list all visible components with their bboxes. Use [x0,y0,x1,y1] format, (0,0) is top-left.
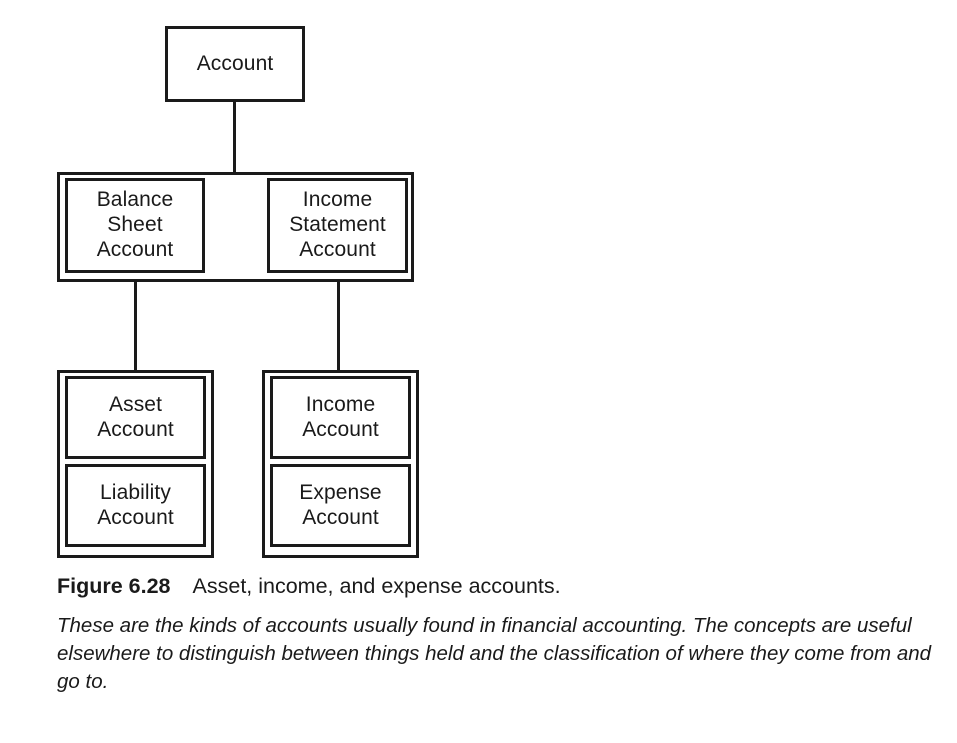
figure-description: These are the kinds of accounts usually … [57,614,932,693]
node-balance-sheet-account-label: Balance Sheet Account [96,188,174,261]
node-asset-account-label: Asset Account [97,392,174,441]
node-expense-account-label: Expense Account [299,480,382,529]
node-expense-account: Expense Account [270,464,411,547]
node-liability-account: Liability Account [65,464,206,547]
node-income-account-label: Income Account [302,392,379,441]
node-account: Account [165,26,305,102]
connector-income-statement-to-right-group [337,281,340,371]
node-income-account: Income Account [270,376,411,459]
node-balance-sheet-account: Balance Sheet Account [65,178,205,273]
connector-balance-sheet-to-left-group [134,281,137,371]
figure-title: Asset, income, and expense accounts. [192,574,561,598]
figure-caption: Figure 6.28 Asset, income, and expense ac… [57,574,937,599]
node-asset-account: Asset Account [65,376,206,459]
connector-root-to-tier2 [233,101,236,173]
node-income-statement-account: Income Statement Account [267,178,408,273]
node-account-label: Account [196,51,274,75]
node-liability-account-label: Liability Account [97,480,174,529]
node-income-statement-account-label: Income Statement Account [289,188,386,261]
figure-number: Figure 6.28 [57,574,171,598]
